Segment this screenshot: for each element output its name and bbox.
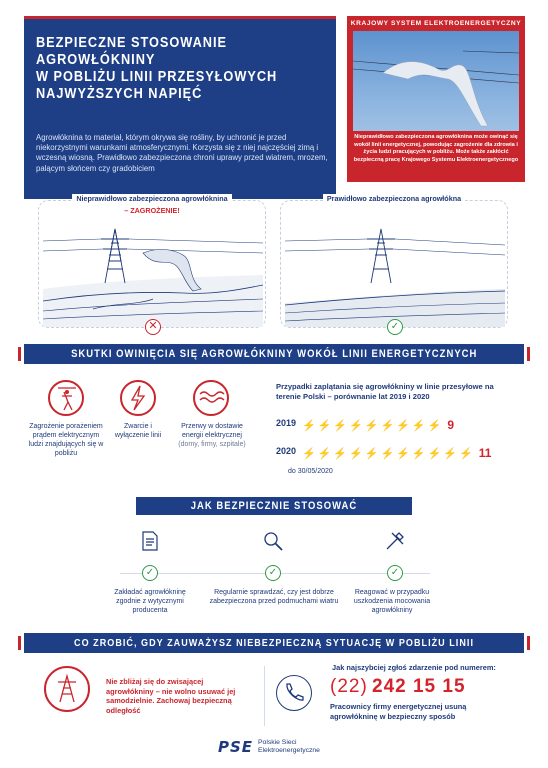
checkmark-icon-2: ✓ <box>265 565 281 581</box>
person-shock-icon <box>48 380 84 416</box>
bolt-mark: ⚡ <box>427 448 442 460</box>
photo-text: Nieprawidłowo zabezpieczona agrowłóknina… <box>353 134 519 163</box>
lightning-icon <box>120 380 156 416</box>
header-panel: BEZPIECZNE STOSOWANIE AGROWŁÓKNINY W POB… <box>24 16 336 199</box>
chart-value-label: 11 <box>478 446 492 460</box>
effect-item-3-note: (domy, firmy, szpitale) <box>178 441 246 448</box>
cross-icon: ✕ <box>145 319 161 335</box>
bolt-mark: ⚡ <box>459 448 473 460</box>
scene-incorrect-label: Nieprawidłowo zabezpieczona agrowłóknina <box>72 194 232 203</box>
scene-incorrect-illustration <box>43 228 263 327</box>
photo-caption: KRAJOWY SYSTEM ELEKTROENERGETYCZNY <box>350 20 522 27</box>
scene-correct: Prawidłowo zabezpieczona agrowłókna ✓ <box>280 194 508 335</box>
effect-item-3: Przerwy w dostawie energii elektrycznej <box>181 423 243 439</box>
page-title: BEZPIECZNE STOSOWANIE AGROWŁÓKNINY W POB… <box>36 35 278 102</box>
intro-text: Agrowłóknina to materiał, którym okrywa … <box>36 133 328 173</box>
bolt-mark: ⚡ <box>302 420 316 432</box>
magnifier-icon <box>264 532 283 551</box>
bolt-mark: ⚡ <box>396 448 410 460</box>
bolt-mark: ⚡ <box>349 420 363 432</box>
phone-prefix: (22) <box>330 676 368 697</box>
chart-title: Przypadki zaplątania się agrowłókniny w … <box>276 382 494 401</box>
howto-item-2: Regularnie sprawdzać, czy jest dobrze za… <box>209 589 339 605</box>
howto-banner: JAK BEZPIECZNIE STOSOWAĆ AGROWŁÓKNINĘ <box>136 497 412 530</box>
checkmark-icon-1: ✓ <box>142 565 158 581</box>
bolt-mark: ⚡ <box>317 448 332 460</box>
what-right-title: Jak najszybciej zgłoś zdarzenie pod nume… <box>332 663 496 672</box>
bolt-chart: 2019 ⚡⚡⚡⚡⚡⚡⚡⚡⚡9 2020 ⚡⚡⚡⚡⚡⚡⚡⚡⚡⚡⚡11 <box>276 416 536 466</box>
chart-category-2020: 2020 <box>276 446 297 456</box>
howto-item-1: Zakładać agrowłókninę zgodnie z wytyczny… <box>114 589 186 614</box>
chart-note: do 30/05/2020 <box>288 468 333 475</box>
bolt-mark: ⚡ <box>364 420 379 432</box>
bolt-mark: ⚡ <box>317 420 332 432</box>
what-left-text: Nie zbliżaj się do zwisającej agrowłókni… <box>106 677 236 715</box>
phone-number: 242 15 15 <box>372 676 466 697</box>
chart-value-label: 9 <box>447 418 455 432</box>
pse-logo: PSE <box>218 738 254 756</box>
photo-image <box>352 31 520 131</box>
bolt-mark: ⚡ <box>380 448 395 460</box>
wave-icon <box>193 380 229 416</box>
bolt-mark: ⚡ <box>333 420 348 432</box>
tools-icon <box>386 532 404 550</box>
effect-item-1: Zagrożenie porażeniem prądem elektryczny… <box>28 423 104 457</box>
scene-correct-illustration <box>285 228 505 327</box>
bolt-mark: ⚡ <box>302 448 316 460</box>
bolt-mark: ⚡ <box>333 448 348 460</box>
effects-banner: SKUTKI OWINIĘCIA SIĘ AGROWŁÓKNINY WOKÓŁ … <box>24 344 524 364</box>
document-icon <box>142 531 158 551</box>
what-banner: CO ZROBIĆ, GDY ZAUWAŻYSZ NIEBEZPIECZNĄ S… <box>24 633 524 669</box>
bolt-mark: ⚡ <box>411 420 426 432</box>
bolt-mark: ⚡ <box>380 420 395 432</box>
phone-icon <box>276 675 312 711</box>
footer-name: Polskie Sieci Elektroenergetyczne <box>258 739 320 754</box>
bolt-mark: ⚡ <box>364 448 379 460</box>
scene-correct-label: Prawidłowo zabezpieczona agrowłókna <box>322 194 466 203</box>
effect-item-2: Zwarcie i wyłączenie linii <box>114 423 162 439</box>
chart-category-2019: 2019 <box>276 418 297 428</box>
scene-incorrect: Nieprawidłowo zabezpieczona agrowłóknina… <box>38 194 266 335</box>
bolt-mark: ⚡ <box>411 448 426 460</box>
checkmark-icon: ✓ <box>387 319 403 335</box>
what-right-text: Pracownicy firmy energetycznej usuną agr… <box>330 702 467 721</box>
bolt-mark: ⚡ <box>396 420 410 432</box>
howto-item-3: Reagować w przypadku uszkodzenia mocowan… <box>353 589 431 614</box>
scene-warning: – ZAGROŻENIE! <box>124 206 180 215</box>
bolt-mark: ⚡ <box>443 448 458 460</box>
bolt-mark: ⚡ <box>349 448 363 460</box>
bolt-mark: ⚡ <box>427 420 442 432</box>
tower-warning-icon <box>44 666 90 712</box>
checkmark-icon-3: ✓ <box>387 565 403 581</box>
photo-panel: KRAJOWY SYSTEM ELEKTROENERGETYCZNY Niepr… <box>347 16 525 182</box>
